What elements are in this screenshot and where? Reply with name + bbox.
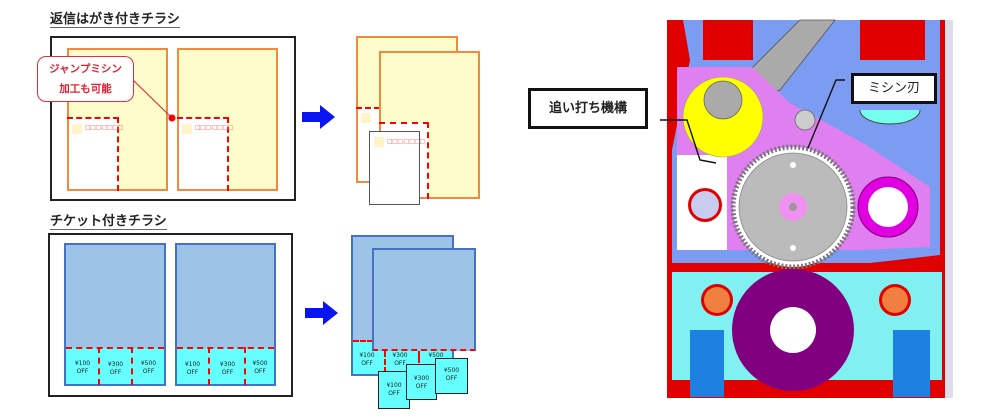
coupon-amount: ¥500 bbox=[443, 367, 460, 374]
address-text: □□□:□□□□ bbox=[195, 124, 233, 131]
callout-line1: ジャンプミシン bbox=[49, 63, 122, 75]
coupon-off: OFF bbox=[445, 375, 458, 382]
coupon-amount: ¥500 bbox=[252, 360, 268, 367]
coupon-off: OFF bbox=[394, 360, 406, 367]
coupon-off: OFF bbox=[142, 368, 155, 375]
coupon-off: OFF bbox=[415, 383, 428, 390]
jump-perforation-callout: ジャンプミシン 加工も可能 bbox=[37, 56, 134, 102]
coupon-amount: ¥300 bbox=[107, 361, 124, 368]
address-text: □□□:□□□□ bbox=[387, 138, 425, 145]
coupon-amount: ¥500 bbox=[428, 352, 444, 359]
coupon-off: OFF bbox=[254, 368, 266, 375]
coupon-off: OFF bbox=[388, 390, 400, 397]
section-title-reply-card: 返信はがき付きチラシ bbox=[50, 12, 180, 28]
arrow-right-icon bbox=[302, 105, 335, 129]
coupon-amount: ¥300 bbox=[392, 352, 408, 359]
coupon-amount: ¥300 bbox=[413, 375, 430, 382]
label-perforation-blade: ミシン刃 bbox=[851, 73, 937, 104]
coupon-amount: ¥100 bbox=[359, 352, 375, 359]
coupon-amount: ¥500 bbox=[140, 360, 157, 367]
arrow-right-icon bbox=[305, 301, 338, 325]
coupon-amount: ¥100 bbox=[74, 360, 91, 367]
coupon-amount: ¥100 bbox=[386, 382, 402, 389]
coupon-off: OFF bbox=[186, 369, 199, 376]
coupon-amount: ¥100 bbox=[184, 361, 201, 368]
address-text: □□□:□□□□ bbox=[85, 124, 123, 131]
section-title-ticket: チケット付きチラシ bbox=[50, 214, 167, 230]
coupon-amount: ¥300 bbox=[219, 361, 236, 368]
stamp-box bbox=[182, 124, 192, 134]
label-follow-up-mechanism: 追い打ち機構 bbox=[528, 88, 648, 129]
callout-line2: 加工も可能 bbox=[59, 83, 112, 95]
stamp-box bbox=[72, 124, 82, 134]
coupon-off: OFF bbox=[109, 369, 122, 376]
coupon-off: OFF bbox=[221, 369, 234, 376]
coupon-off: OFF bbox=[76, 368, 89, 375]
coupon-off: OFF bbox=[361, 360, 373, 367]
